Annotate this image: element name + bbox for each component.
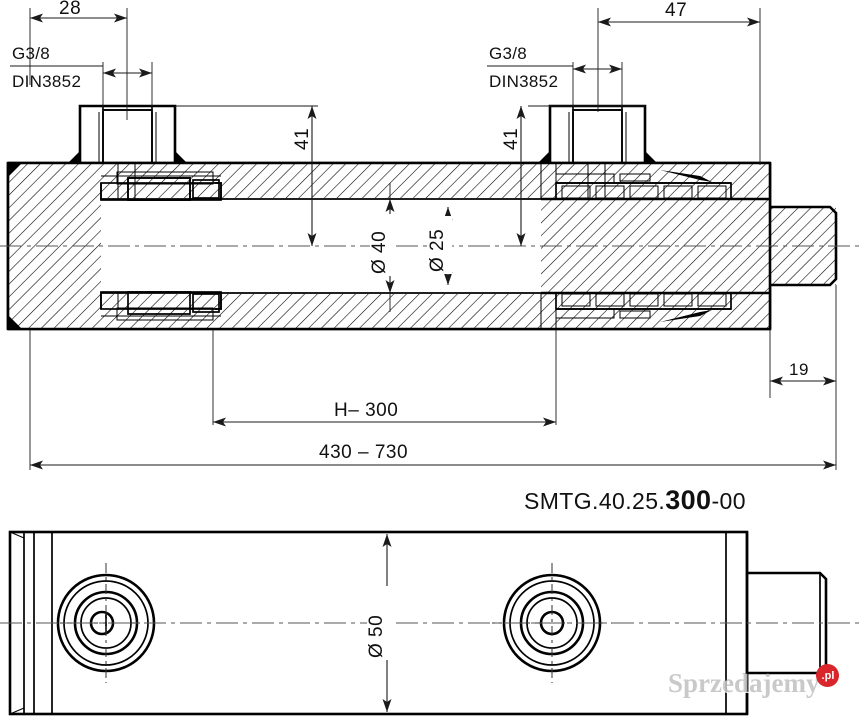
dim-label-d50: Ø 50	[366, 615, 387, 658]
dim-label-41-left: 41	[292, 128, 313, 150]
dim-port-height-left: 41	[175, 105, 318, 246]
dim-port-height-right: 41	[501, 105, 645, 246]
plan-view: Ø 50	[0, 530, 859, 716]
note-thread-right-line1: G3/8	[489, 44, 527, 63]
dim-rod-extension: 19	[769, 285, 837, 398]
dim-label-41-right: 41	[501, 128, 522, 150]
note-thread-right-line2: DIN3852	[489, 72, 558, 91]
dim-label-stroke: H– 300	[334, 400, 398, 421]
dim-label-47: 47	[665, 0, 687, 21]
dim-label-d40: Ø 40	[369, 231, 390, 274]
part-number: SMTG.40.25.300-00	[524, 485, 746, 515]
dim-stroke: H– 300	[212, 330, 557, 427]
dim-label-28: 28	[59, 0, 81, 19]
note-thread-left: G3/8 DIN3852	[10, 44, 103, 91]
note-thread-right: G3/8 DIN3852	[487, 44, 573, 91]
dim-overall-length: 430 – 730	[29, 330, 837, 470]
dim-port-left-bore	[102, 62, 153, 112]
note-thread-left-line2: DIN3852	[12, 72, 81, 91]
dim-bore-diameter: Ø 40	[369, 183, 395, 312]
piston-seal-stack	[540, 164, 732, 328]
part-number-suffix: -00	[711, 488, 745, 514]
part-number-bold: 300	[665, 485, 711, 515]
dim-port-left-offset: 28	[29, 0, 128, 120]
svg-text:SMTG.40.25.300-00: SMTG.40.25.300-00	[524, 485, 746, 515]
dim-rod-diameter: Ø 25	[427, 207, 453, 285]
port-boss-left	[68, 104, 187, 199]
dim-port-right-bore	[572, 62, 623, 112]
dim-label-19: 19	[789, 360, 809, 379]
note-thread-left-line1: G3/8	[12, 44, 50, 63]
dimension-set-section: 28 G3/8 DIN3852 47 G3/8	[10, 0, 837, 470]
section-view	[0, 104, 859, 331]
dim-label-overall: 430 – 730	[319, 442, 408, 463]
part-number-prefix: SMTG.40.25.	[524, 488, 665, 514]
dim-label-d25: Ø 25	[427, 229, 448, 272]
dim-body-diameter: Ø 50	[366, 534, 392, 712]
dim-port-right-offset: 47	[597, 0, 761, 165]
